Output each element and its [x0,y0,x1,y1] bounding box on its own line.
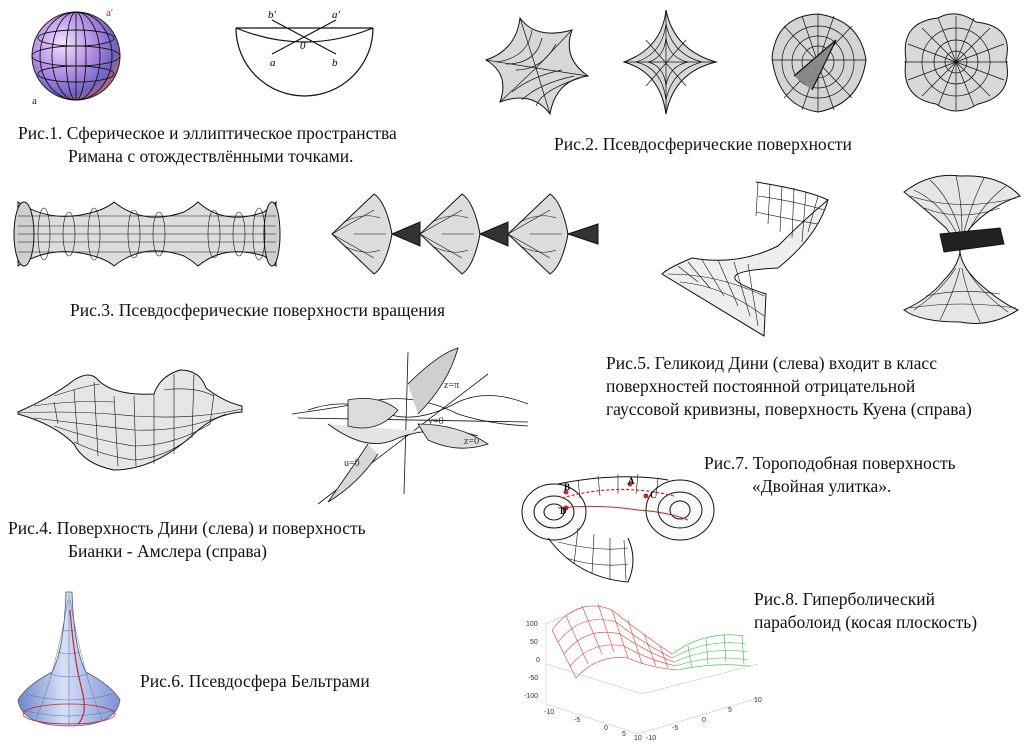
fig3-caption: Рис.3. Псевдосферические поверхности вра… [70,299,445,322]
fig6-pseudosphere-image [16,590,122,730]
fig4-bianchi-image: z=π v=0 z=0 u=0 [288,344,538,514]
paraboloid-y-tick-10: 10 [754,697,762,704]
snail-label-a: A [628,476,635,486]
bianchi-label-z-zero: z=0 [464,436,479,447]
paraboloid-x-tick-neg5: -5 [574,717,580,724]
hemisphere-label-a: a [270,57,276,69]
paraboloid-z-tick-0: 0 [536,657,540,664]
fig5-caption-line-3: гауссовой кривизны, поверхность Куена (с… [606,399,972,419]
fig7-snail-image: A B C D [518,468,718,586]
fig6-caption-line-1: Рис.6. Псевдосфера Бельтрами [140,671,370,691]
snail-label-c: C [650,490,657,500]
hemisphere-label-b: b [332,57,338,69]
fig2-caption-line-1: Рис.2. Псевдосферические поверхности [554,134,852,154]
paraboloid-y-tick-neg5: -5 [672,725,678,732]
fig7-caption: Рис.7. Тороподобная поверхность «Двойная… [704,452,956,498]
paraboloid-y-tick-neg10: -10 [646,735,656,742]
fig4-dini-image [14,366,244,472]
fig7-caption-line-1: Рис.7. Тороподобная поверхность [704,453,956,473]
paraboloid-x-tick-10: 10 [634,735,642,742]
bianchi-label-u-zero: u=0 [344,458,360,469]
fig3-surfaces-image [13,182,614,286]
bianchi-label-z-pi: z=π [444,380,459,391]
fig5-caption-line-1: Рис.5. Геликоид Дини (слева) входит в кл… [606,353,937,373]
fig1-hemisphere-image: b' a' 0 a b [232,6,377,98]
fig8-caption-line-2: параболоид (косая плоскость) [754,612,978,632]
fig8-caption: Рис.8. Гиперболический параболоид (косая… [754,588,977,634]
paraboloid-x-tick-5: 5 [622,731,626,738]
fig5-caption-line-2: поверхностей постоянной отрицательной [606,376,916,396]
hemisphere-label-b-prime: b' [268,9,277,21]
fig2-caption: Рис.2. Псевдосферические поверхности [554,133,852,156]
paraboloid-z-tick-50: 50 [530,639,538,646]
sphere-label-a-prime: a' [106,7,113,19]
bianchi-label-v-zero: v=0 [428,416,444,427]
fig1-sphere-image: a' a [20,4,130,108]
fig6-caption: Рис.6. Псевдосфера Бельтрами [140,670,370,693]
snail-label-b: B [564,482,570,492]
fig4-caption-line-2: Бианки - Амслера (справа) [68,541,267,561]
fig1-caption: Рис.1. Сферическое и эллиптическое прост… [18,122,397,168]
fig1-caption-line-2: Римана с отождествлёнными точками. [68,146,354,166]
fig8-paraboloid-image: 100 50 0 -50 -100 -10 -5 0 5 10 -10 -5 0… [522,594,770,742]
fig4-caption: Рис.4. Поверхность Дини (слева) и поверх… [8,517,366,563]
paraboloid-x-tick-0: 0 [604,725,608,732]
hemisphere-label-zero: 0 [300,40,306,52]
hemisphere-label-a-prime: a' [332,9,341,21]
fig5-helicoid-image [658,176,838,337]
paraboloid-z-tick-100: 100 [526,621,538,628]
paraboloid-y-tick-0: 0 [702,717,706,724]
fig5-caption: Рис.5. Геликоид Дини (слева) входит в кл… [606,352,972,421]
fig4-caption-line-1: Рис.4. Поверхность Дини (слева) и поверх… [8,518,366,538]
fig5-kuen-image [900,172,1024,326]
fig7-caption-line-2: «Двойная улитка». [752,476,892,496]
paraboloid-z-tick-neg100: -100 [524,693,538,700]
sphere-label-a: a [32,95,37,107]
fig3-caption-line-1: Рис.3. Псевдосферические поверхности вра… [70,300,446,320]
snail-label-d: D [560,506,567,516]
paraboloid-x-tick-neg10: -10 [544,709,554,716]
fig8-caption-line-1: Рис.8. Гиперболический [754,589,935,609]
fig2-surfaces-image [476,9,1026,122]
paraboloid-z-tick-neg50: -50 [528,675,538,682]
fig1-caption-line-1: Рис.1. Сферическое и эллиптическое прост… [18,123,397,143]
paraboloid-y-tick-5: 5 [728,707,732,714]
